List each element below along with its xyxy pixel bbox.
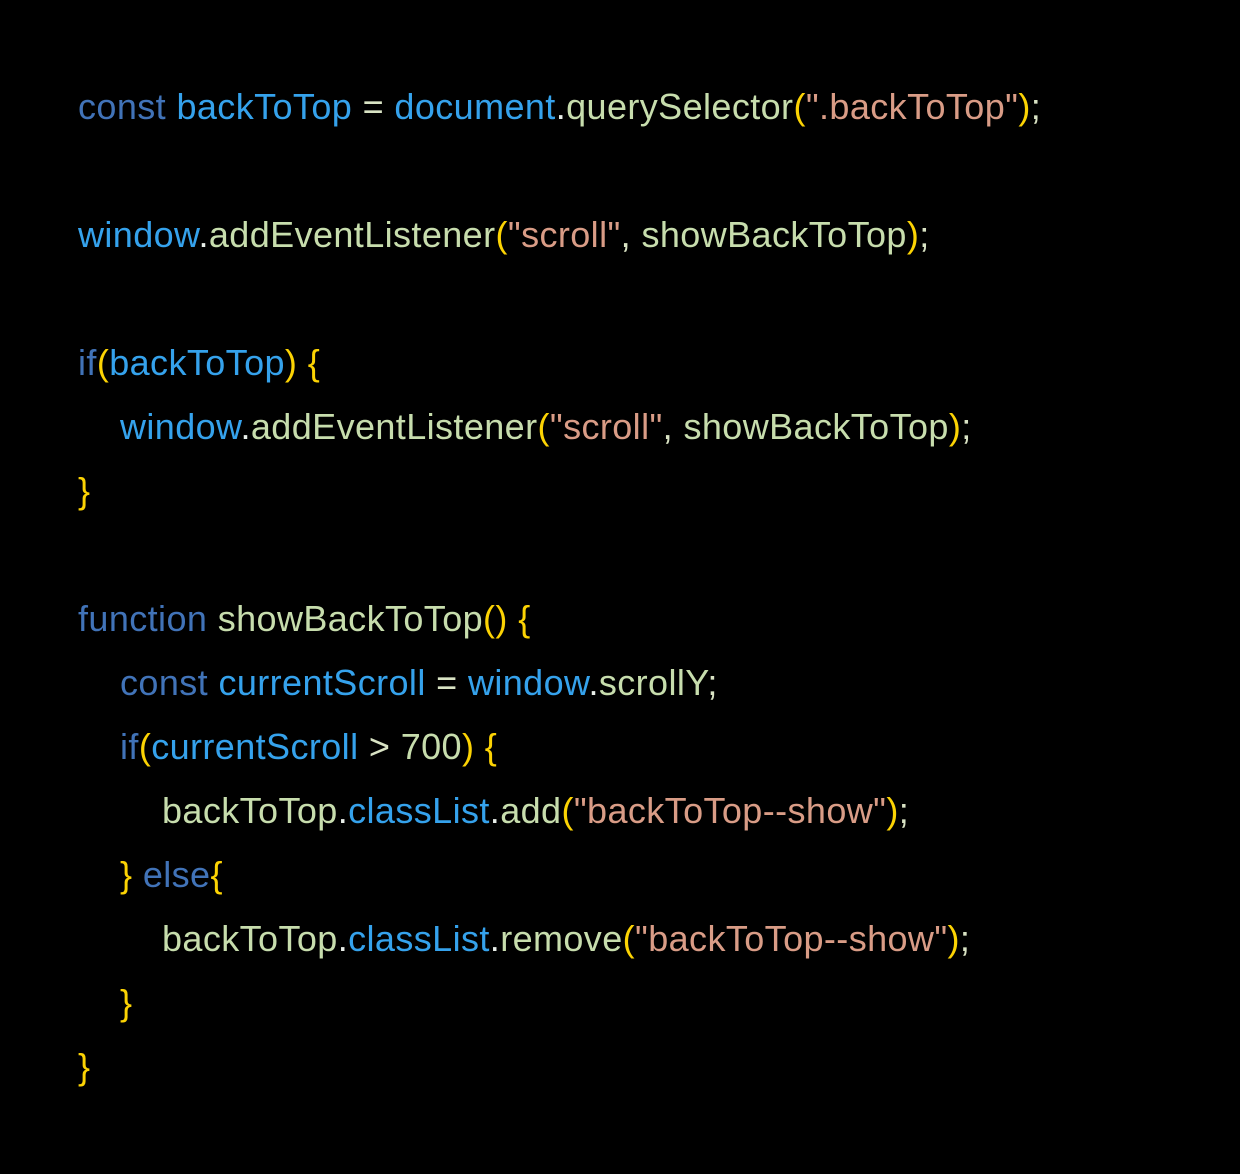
token-bracket: ) [906,214,920,255]
token-keyword: const [78,86,177,127]
code-line: const backToTop = document.querySelector… [78,75,1200,139]
token-bracket: } [78,470,91,511]
token-dot: . [337,790,349,831]
token-function: scrollY [598,662,708,703]
token-punctuation: , [620,214,642,255]
token-function: backToTop [162,918,338,959]
token-bracket: { [210,854,223,895]
code-line: window.addEventListener("scroll", showBa… [78,395,1200,459]
token-number: 700 [400,726,462,767]
token-string: "backToTop--show" [573,790,887,831]
token-string: "backToTop--show" [635,918,948,959]
token-bracket: } [120,854,143,895]
token-bracket: ) { [284,342,321,383]
code-line: if(currentScroll > 700) { [78,715,1200,779]
token-keyword: else [142,854,211,895]
token-dot: . [240,406,251,447]
code-line: } [78,971,1200,1035]
token-punctuation: ; [919,214,930,255]
token-string: ".backToTop" [805,86,1019,127]
token-punctuation: , [662,406,684,447]
token-dot: . [555,86,567,127]
token-punctuation: ; [1030,86,1042,127]
token-bracket: ) [1018,86,1031,127]
token-bracket: ) [886,790,899,831]
token-punctuation: ; [961,406,972,447]
token-dot: . [337,918,349,959]
code-line: backToTop.classList.add("backToTop--show… [78,779,1200,843]
code-line: const currentScroll = window.scrollY; [78,651,1200,715]
code-line: } [78,1035,1200,1099]
code-line: } else{ [78,843,1200,907]
token-bracket: () { [483,598,531,639]
token-function: querySelector [566,86,794,127]
token-bracket: ( [622,918,636,959]
token-dot: . [489,918,501,959]
token-bracket: ( [96,342,110,383]
token-bracket: ( [495,214,508,255]
token-punctuation: ; [707,662,718,703]
token-string: "scroll" [507,214,621,255]
token-dot: . [198,214,209,255]
token-bracket: ( [793,86,806,127]
token-bracket: ) [948,406,962,447]
code-line: if(backToTop) { [78,331,1200,395]
token-string: "scroll" [549,406,663,447]
token-function: showBackToTop [641,214,907,255]
token-bracket: ( [138,726,152,767]
token-bracket: ( [561,790,574,831]
token-bracket: } [120,982,133,1023]
token-identifier: window [467,662,589,703]
token-bracket: ) [947,918,960,959]
token-function: add [500,790,562,831]
token-dot: . [588,662,599,703]
code-line: } [78,459,1200,523]
code-block: const backToTop = document.querySelector… [78,75,1200,1099]
token-punctuation: ; [959,918,971,959]
token-function: addEventListener [208,214,496,255]
token-punctuation: > [358,726,401,767]
token-punctuation: = [425,662,468,703]
token-function: showBackToTop [217,598,484,639]
code-line-blank [78,523,1200,587]
token-function: showBackToTop [683,406,949,447]
token-keyword: const [120,662,219,703]
token-function: addEventListener [250,406,538,447]
token-identifier: window [78,214,199,255]
token-dot: . [489,790,501,831]
code-line-blank [78,139,1200,203]
code-line: window.addEventListener("scroll", showBa… [78,203,1200,267]
token-identifier: currentScroll [218,662,426,703]
token-bracket: ) { [461,726,498,767]
token-identifier: classList [348,918,490,959]
token-identifier: backToTop [109,342,285,383]
token-identifier: window [120,406,241,447]
token-keyword: function [78,598,218,639]
token-function: backToTop [162,790,338,831]
token-identifier: currentScroll [151,726,359,767]
token-bracket: } [78,1046,91,1087]
token-identifier: document [394,86,556,127]
token-keyword: if [78,342,97,383]
token-function: remove [500,918,623,959]
token-punctuation: = [352,86,395,127]
code-line: backToTop.classList.remove("backToTop--s… [78,907,1200,971]
token-identifier: backToTop [176,86,353,127]
token-punctuation: ; [898,790,910,831]
code-line-blank [78,267,1200,331]
code-line: function showBackToTop() { [78,587,1200,651]
token-keyword: if [120,726,139,767]
token-identifier: classList [348,790,490,831]
token-bracket: ( [537,406,550,447]
